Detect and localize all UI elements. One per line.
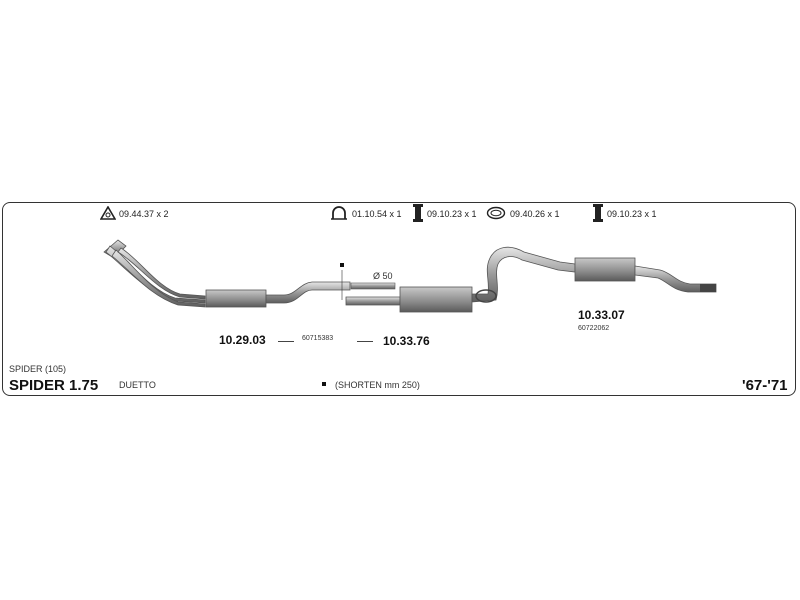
model-variant: DUETTO — [119, 380, 156, 390]
model-years: '67-'71 — [742, 377, 788, 394]
middle-flange — [475, 289, 497, 303]
oem-number-1: 60715383 — [302, 335, 334, 342]
rear-silencer — [574, 257, 636, 282]
u-bolt-clamp-icon — [331, 206, 347, 220]
tail-tip — [700, 284, 716, 292]
hardware-label-3: 09.10.23 x 1 — [427, 209, 477, 219]
model-name: SPIDER 1.75 — [9, 377, 99, 394]
triangle-gasket-icon — [100, 206, 116, 220]
front-tail-pipe — [265, 281, 351, 304]
oem-number-2: 60722062 — [578, 325, 610, 332]
hardware-label-2: 01.10.54 x 1 — [352, 209, 402, 219]
middle-outlet-pipe — [471, 246, 576, 303]
connector-line-2 — [357, 341, 373, 342]
model-series: SPIDER (105) — [9, 364, 67, 374]
hardware-label-4: 09.40.26 x 1 — [510, 209, 560, 219]
hardware-label-5: 09.10.23 x 1 — [607, 209, 657, 219]
hanger-mount-icon — [593, 204, 603, 222]
cut-pipe — [350, 282, 396, 290]
shorten-marker — [340, 263, 344, 267]
connector-line-1 — [278, 341, 294, 342]
middle-part-code: 10.33.76 — [383, 334, 430, 348]
hanger-mount-icon — [413, 204, 423, 222]
front-pipe — [103, 239, 206, 308]
diagram-panel — [2, 202, 796, 396]
front-silencer — [205, 289, 267, 308]
shorten-bullet-icon — [322, 382, 326, 386]
hardware-label-1: 09.44.37 x 2 — [119, 209, 169, 219]
rear-part-code: 10.33.07 — [578, 308, 625, 322]
ring-gasket-icon — [486, 206, 506, 220]
middle-inlet-pipe — [345, 296, 401, 306]
shorten-note: (SHORTEN mm 250) — [335, 380, 420, 390]
pipe-diameter: Ø 50 — [373, 271, 393, 281]
front-part-code: 10.29.03 — [219, 333, 266, 347]
middle-silencer — [399, 286, 473, 313]
